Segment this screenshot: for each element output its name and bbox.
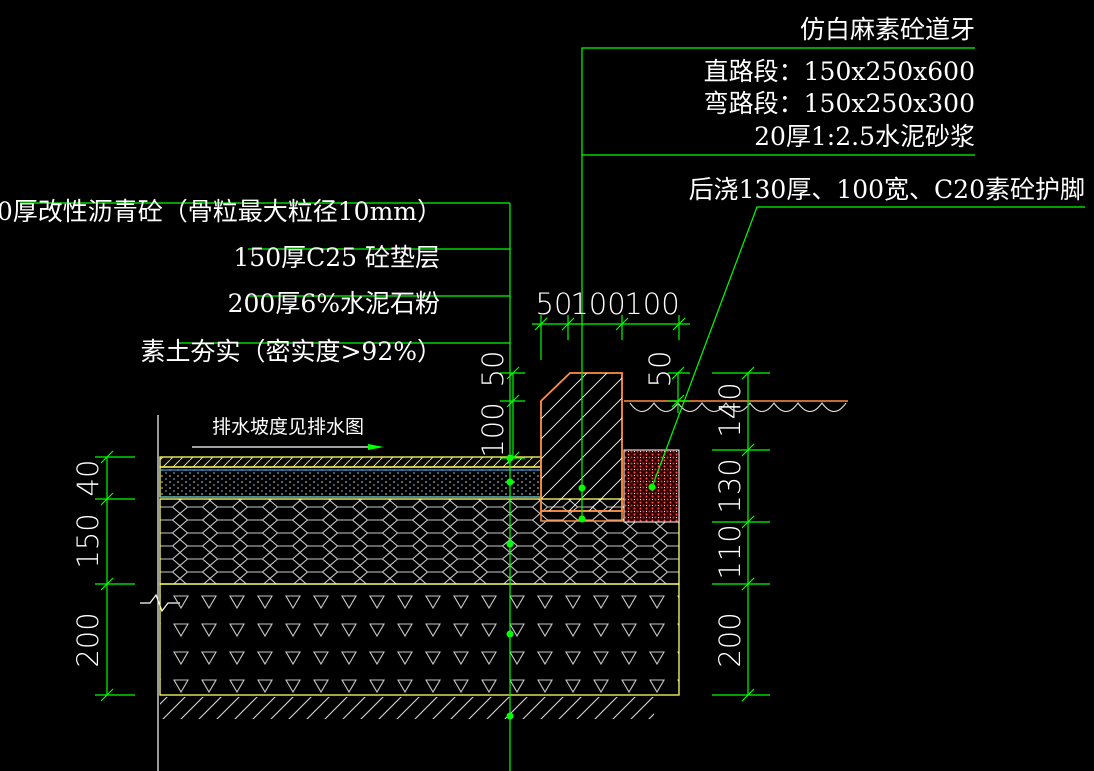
right-dimension-chain: [712, 366, 770, 702]
label-haunch: 后浇130厚、100宽、C20素砼护脚: [689, 175, 1085, 204]
label-curb-title: 仿白麻素砼道牙: [800, 15, 975, 44]
dim-curb-100: 100: [476, 402, 510, 457]
drain-note: 排水坡度见排水图: [192, 416, 384, 450]
compacted-subgrade-layer: [159, 583, 680, 696]
callout-labels: 仿白麻素砼道牙 直路段：150x250x600 弯路段：150x250x300 …: [0, 15, 1085, 366]
left-dimension-chain: [95, 450, 135, 702]
label-curb-mortar: 20厚1:2.5水泥砂浆: [754, 122, 975, 151]
top-dimension-chain: [532, 315, 690, 360]
dim-curb-50: 50: [476, 351, 510, 388]
cement-stabilized-layer: [159, 498, 680, 585]
label-curb-straight: 直路段：150x250x600: [704, 57, 975, 86]
dim-right-130: 130: [713, 458, 747, 513]
dim-top-100a: 100: [570, 287, 625, 321]
dim-top-50: 50: [536, 287, 573, 321]
curb-leader: [581, 47, 975, 520]
curb-hatch: [541, 373, 622, 511]
label-layer-asphalt: 40厚改性沥青砼（骨粒最大粒径10mm）: [0, 197, 442, 226]
curb-dimension-chain: [500, 366, 525, 465]
dim-top-100b: 100: [624, 287, 679, 321]
drain-note-text: 排水坡度见排水图: [212, 416, 364, 438]
haunch-leader: [651, 206, 1085, 488]
dim-left-40: 40: [71, 460, 105, 497]
ground-soil-symbol: [629, 402, 847, 413]
dim-right-140: 140: [713, 382, 747, 437]
curb-stone: [540, 372, 623, 512]
label-layer-subgrade: 素土夯实（密实度>92%）: [140, 337, 442, 366]
dim-right-50: 50: [643, 351, 677, 388]
soil-hatch-bottom: [160, 697, 654, 719]
leader-lines: [20, 47, 1085, 771]
right-inner-dimension: [668, 366, 690, 413]
label-curb-curve: 弯路段：150x250x300: [704, 89, 975, 118]
dim-left-150: 150: [71, 513, 105, 568]
drain-arrow-head: [368, 444, 384, 450]
concrete-cushion-layer: [159, 466, 542, 498]
label-layer-concrete: 150厚C25 砼垫层: [233, 243, 440, 272]
label-layer-stabilized: 200厚6%水泥石粉: [228, 289, 440, 318]
pavement-section: [140, 415, 680, 771]
dim-right-110: 110: [713, 524, 747, 579]
dim-left-200: 200: [71, 612, 105, 667]
dim-right-200: 200: [713, 612, 747, 667]
